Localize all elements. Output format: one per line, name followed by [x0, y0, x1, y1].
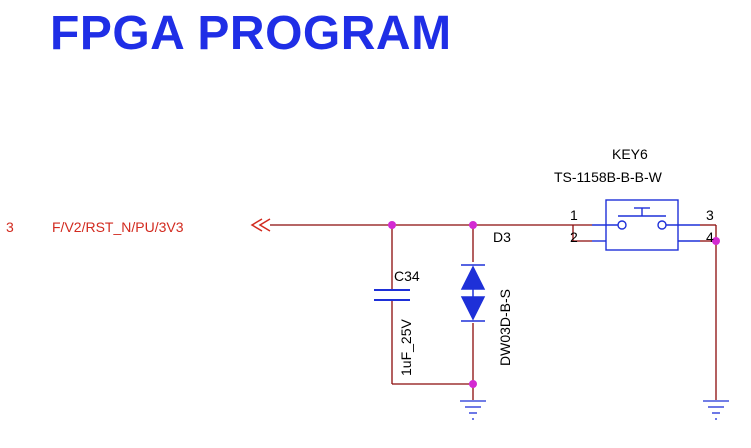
diode-ref: D3 — [493, 229, 511, 245]
ground-icon — [460, 400, 486, 420]
page-title: FPGA PROGRAM — [50, 7, 452, 60]
pushbutton-switch-symbol — [592, 199, 700, 251]
switch-pin-1: 1 — [570, 207, 578, 223]
capacitor-value: 1uF_25V — [398, 319, 414, 376]
switch-pin-4: 4 — [706, 229, 714, 245]
offpage-connector-icon — [250, 218, 271, 232]
tvs-diode-symbol — [460, 264, 486, 322]
capacitor-symbol — [374, 289, 410, 301]
diode-part: DW03D-B-S — [497, 289, 513, 366]
capacitor-ref: C34 — [394, 268, 420, 284]
net-pin-number: 3 — [6, 219, 14, 235]
switch-pin-3: 3 — [706, 207, 714, 223]
switch-pin-2: 2 — [570, 229, 578, 245]
ground-icon — [703, 400, 729, 420]
junction-dots — [388, 221, 720, 388]
switch-ref: KEY6 — [612, 146, 648, 162]
net-label: F/V2/RST_N/PU/3V3 — [52, 219, 184, 235]
wires — [270, 224, 717, 400]
switch-part: TS-1158B-B-B-W — [554, 169, 663, 185]
